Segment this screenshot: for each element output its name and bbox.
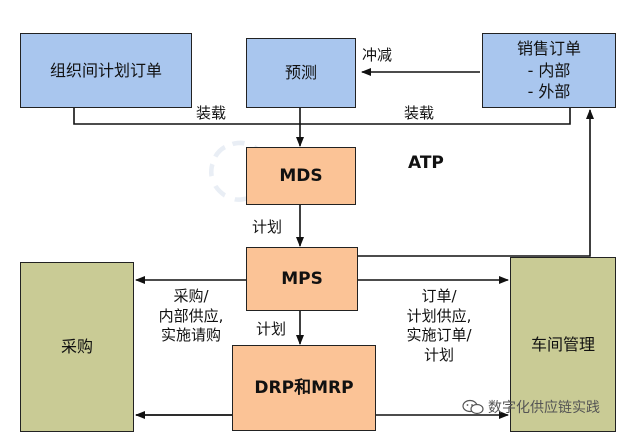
procurement-node: 采购 bbox=[20, 262, 134, 432]
load-label-left: 装载 bbox=[196, 104, 227, 122]
plan-label-top: 计划 bbox=[252, 218, 283, 236]
sales-order-title: 销售订单 bbox=[516, 39, 581, 59]
workshop-label: 车间管理 bbox=[530, 334, 595, 354]
forecast-label: 预测 bbox=[284, 63, 317, 83]
right-note: 订单/ 计划供应, 实施订单/ 计划 bbox=[380, 287, 498, 365]
mps-node: MPS bbox=[246, 247, 358, 311]
sales-order-external: - 外部 bbox=[527, 82, 571, 102]
offset-label: 冲减 bbox=[362, 46, 393, 64]
watermark-text: 数字化供应链实践 bbox=[488, 400, 600, 416]
load-label-right: 装载 bbox=[404, 104, 435, 122]
left-note-line: 采购/ bbox=[173, 287, 209, 305]
sales-order-node: 销售订单 - 内部 - 外部 bbox=[482, 33, 616, 108]
org-plan-order-label: 组织间计划订单 bbox=[49, 60, 162, 80]
mps-label: MPS bbox=[281, 268, 323, 289]
procurement-label: 采购 bbox=[60, 337, 93, 357]
sales-order-internal: - 内部 bbox=[527, 60, 571, 80]
load-line-left bbox=[73, 107, 300, 125]
org-plan-order-node: 组织间计划订单 bbox=[20, 33, 192, 108]
atp-line bbox=[358, 109, 594, 257]
mds-node: MDS bbox=[246, 147, 356, 205]
right-note-line: 计划供应, bbox=[406, 306, 472, 325]
workshop-node: 车间管理 bbox=[510, 257, 616, 432]
wechat-icon bbox=[462, 399, 484, 415]
plan-label-bottom: 计划 bbox=[256, 320, 287, 338]
left-note-line: 内部供应, bbox=[158, 306, 224, 325]
right-note-line: 订单/ bbox=[421, 287, 457, 305]
drp-mrp-label: DRP和MRP bbox=[254, 377, 354, 398]
load-line-right bbox=[300, 107, 571, 125]
right-note-line: 实施订单/ bbox=[406, 326, 472, 344]
right-note-line: 计划 bbox=[423, 345, 454, 364]
left-note: 采购/ 内部供应, 实施请购 bbox=[146, 287, 236, 346]
drp-mrp-node: DRP和MRP bbox=[232, 345, 376, 431]
left-note-line: 实施请购 bbox=[160, 326, 221, 344]
watermark: 数字化供应链实践 bbox=[462, 397, 600, 417]
forecast-node: 预测 bbox=[246, 38, 356, 108]
mds-label: MDS bbox=[279, 165, 323, 186]
atp-label: ATP bbox=[408, 153, 444, 173]
